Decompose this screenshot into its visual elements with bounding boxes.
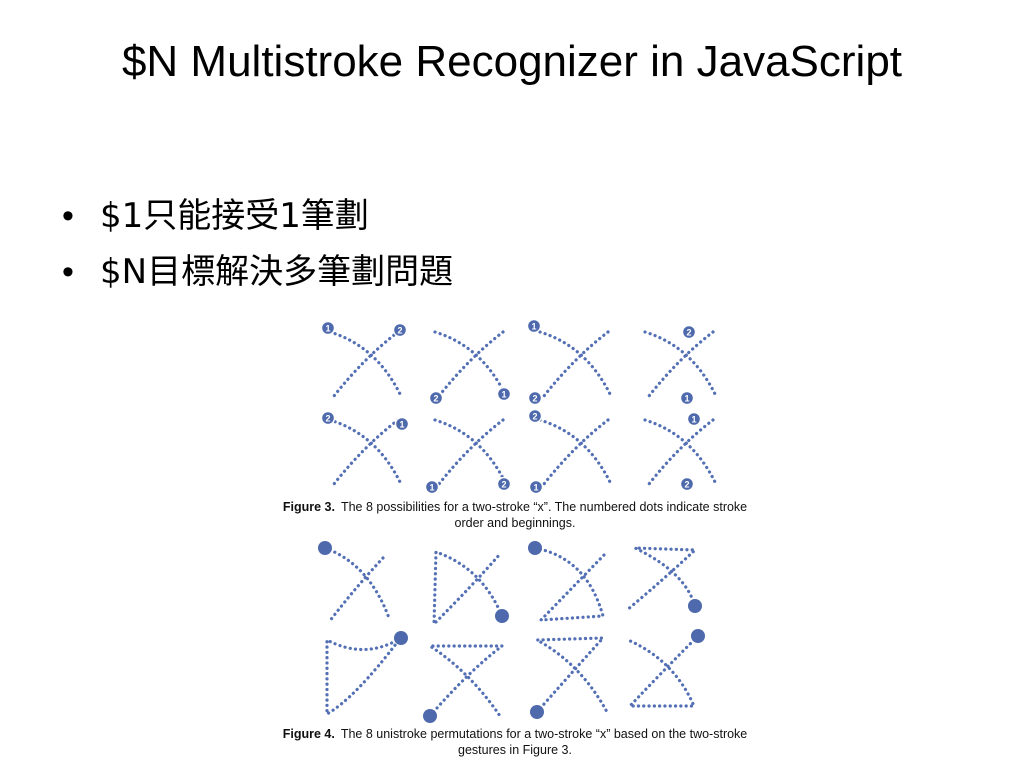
stroke-order-number: 2 (686, 327, 691, 337)
dotted-stroke (542, 418, 610, 486)
stroke-order-dot (527, 408, 543, 424)
figure-3-label: Figure 3. (282, 500, 335, 514)
stroke-order-dot (681, 324, 697, 340)
dotted-stroke (538, 418, 612, 484)
stroke-order-dot (679, 476, 695, 492)
dotted-stroke (323, 546, 391, 624)
dotted-stroke (433, 330, 507, 396)
stroke-order-number: 2 (501, 479, 506, 489)
stroke-order-number: 1 (691, 414, 696, 424)
stroke-order-number: 2 (325, 413, 330, 423)
stroke-order-number: 1 (533, 482, 538, 492)
figure-4-label: Figure 4. (282, 727, 335, 741)
dotted-stroke (647, 330, 715, 398)
dotted-stroke (433, 418, 507, 484)
figure-3-caption: Figure 3. The 8 possibilities for a two-s… (280, 499, 750, 531)
start-dot (528, 541, 542, 555)
figure-3-diagram: 1 2 1 2 1 2 2 1 2 1 1 2 2 1 1 2 (320, 318, 717, 495)
start-dot (394, 631, 408, 645)
stroke-order-number: 1 (429, 482, 434, 492)
stroke-order-dot (686, 411, 702, 427)
dotted-stroke (332, 418, 400, 486)
dotted-stroke (328, 418, 402, 484)
stroke-order-dot (527, 390, 543, 406)
unistroke-permutation (626, 629, 705, 708)
dotted-stroke (437, 330, 505, 398)
unistroke-permutation (423, 644, 507, 723)
figure-3-caption-text: The 8 possibilities for a two-stroke “x”… (340, 500, 748, 530)
bullet-marker: • (62, 253, 74, 291)
dotted-stroke (531, 636, 609, 714)
start-dot (423, 709, 437, 723)
dotted-stroke (328, 330, 402, 396)
stroke-order-number: 2 (532, 393, 537, 403)
stroke-order-dot (496, 386, 512, 402)
stroke-order-number: 2 (397, 325, 402, 335)
dotted-stroke (626, 634, 700, 708)
stroke-order-dot (528, 479, 544, 495)
bullet-item: • $1只能接受1筆劃 (62, 188, 453, 244)
bullet-marker: • (62, 197, 74, 235)
figure-4-diagram (318, 541, 705, 723)
start-dot (495, 609, 509, 623)
stroke-order-number: 1 (684, 393, 689, 403)
stroke-order-dot (424, 479, 440, 495)
start-dot (691, 629, 705, 643)
dotted-stroke (542, 330, 610, 398)
start-dot (530, 705, 544, 719)
stroke-order-dot (679, 390, 695, 406)
stroke-order-dot (320, 320, 336, 336)
dotted-stroke (533, 546, 607, 622)
dotted-stroke (625, 546, 699, 612)
dotted-stroke (643, 330, 717, 396)
stroke-order-dot (526, 318, 542, 334)
start-dot (688, 599, 702, 613)
unistroke-permutation (432, 549, 509, 628)
stroke-order-dot (392, 322, 408, 338)
start-dot (318, 541, 332, 555)
slide-title: $N Multistroke Recognizer in JavaScript (121, 37, 903, 86)
stroke-order-number: 2 (433, 393, 438, 403)
stroke-order-dot (428, 390, 444, 406)
figure-panel: 1 2 1 2 1 2 2 1 2 1 1 2 2 1 1 2 Figure 3. The 8 possibil… (280, 312, 750, 764)
dotted-stroke (647, 418, 715, 486)
unistroke-permutation (318, 541, 391, 624)
dotted-stroke (332, 330, 400, 398)
unistroke-permutation (325, 631, 408, 717)
dotted-stroke (538, 330, 612, 396)
stroke-order-number: 1 (501, 389, 506, 399)
dotted-stroke (643, 418, 717, 484)
bullet-item: • $N目標解決多筆劃問題 (62, 244, 453, 300)
stroke-order-number: 1 (531, 321, 536, 331)
stroke-order-dot (394, 416, 410, 432)
stroke-order-number: 2 (532, 411, 537, 421)
dotted-stroke (432, 549, 504, 628)
dotted-stroke (325, 636, 403, 717)
stroke-order-dot (496, 476, 512, 492)
dotted-stroke (437, 418, 505, 486)
figure-4-caption: Figure 4. The 8 unistroke permutations fo… (280, 726, 750, 758)
figure-4-caption-text: The 8 unistroke permutations for a two-s… (340, 727, 748, 757)
dotted-stroke (424, 644, 507, 718)
bullet-list: • $1只能接受1筆劃 • $N目標解決多筆劃問題 (62, 188, 453, 300)
stroke-order-dot (320, 410, 336, 426)
stroke-order-number: 1 (325, 323, 330, 333)
unistroke-permutation (528, 541, 607, 622)
stroke-order-number: 1 (399, 419, 404, 429)
unistroke-permutation (530, 636, 609, 719)
bullet-text: $1只能接受1筆劃 (100, 196, 369, 236)
stroke-order-number: 2 (684, 479, 689, 489)
bullet-text: $N目標解決多筆劃問題 (100, 252, 454, 292)
unistroke-permutation (625, 546, 702, 613)
